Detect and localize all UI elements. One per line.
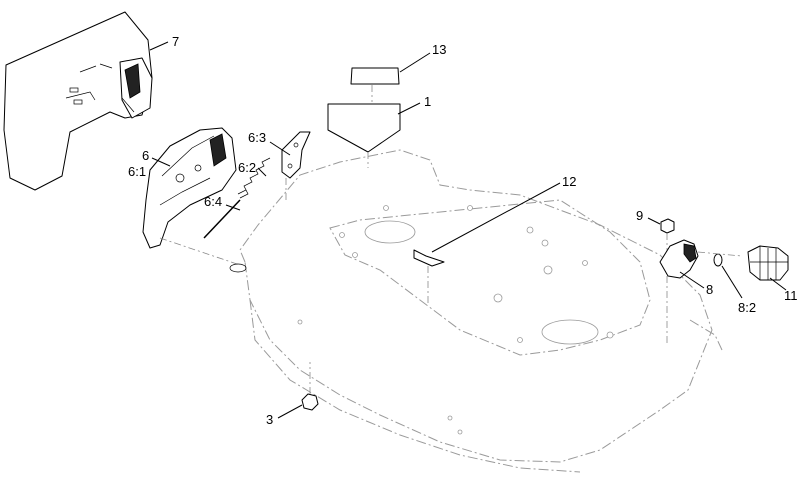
callout-8-2: 8:2	[738, 300, 756, 315]
callout-6-1: 6:1	[128, 164, 146, 179]
callout-11: 11	[784, 288, 798, 303]
part-6-3-bracket	[269, 131, 311, 200]
callout-1: 1	[424, 94, 431, 109]
callout-12: 12	[562, 174, 576, 189]
part-3-nut	[277, 362, 319, 419]
part-8-2-washer	[697, 251, 743, 299]
callout-6-4: 6:4	[204, 194, 222, 209]
callout-7: 7	[172, 34, 179, 49]
part-7-discharge-chute	[3, 11, 169, 191]
part-6-2-spring	[237, 157, 271, 199]
blade-opening-left	[364, 220, 416, 244]
part-12-label	[413, 182, 561, 305]
callout-8: 8	[706, 282, 713, 297]
part-1-shield	[327, 102, 421, 168]
callout-3: 3	[266, 412, 273, 427]
callout-9: 9	[636, 208, 643, 223]
part-11-cap	[747, 245, 789, 291]
callout-13: 13	[432, 42, 446, 57]
part-6-4-rod	[159, 199, 241, 266]
callout-6-3: 6:3	[248, 130, 266, 145]
part-9-bolt	[647, 217, 675, 262]
callout-labels: 13 1 7 6 6:1 6:3 6:2 6:4 12 9 8 8:2 11 3	[128, 34, 798, 427]
callout-6: 6	[142, 148, 149, 163]
callout-6-2: 6:2	[238, 160, 256, 175]
blade-opening-right	[541, 319, 599, 345]
part-8-elbow	[659, 239, 705, 345]
part-13-decal	[350, 52, 431, 102]
part-6-chute-assembly	[142, 127, 237, 249]
deck-mounting-holes	[297, 205, 614, 435]
mower-deck	[239, 149, 723, 473]
deck-pivot-ring	[229, 263, 247, 273]
